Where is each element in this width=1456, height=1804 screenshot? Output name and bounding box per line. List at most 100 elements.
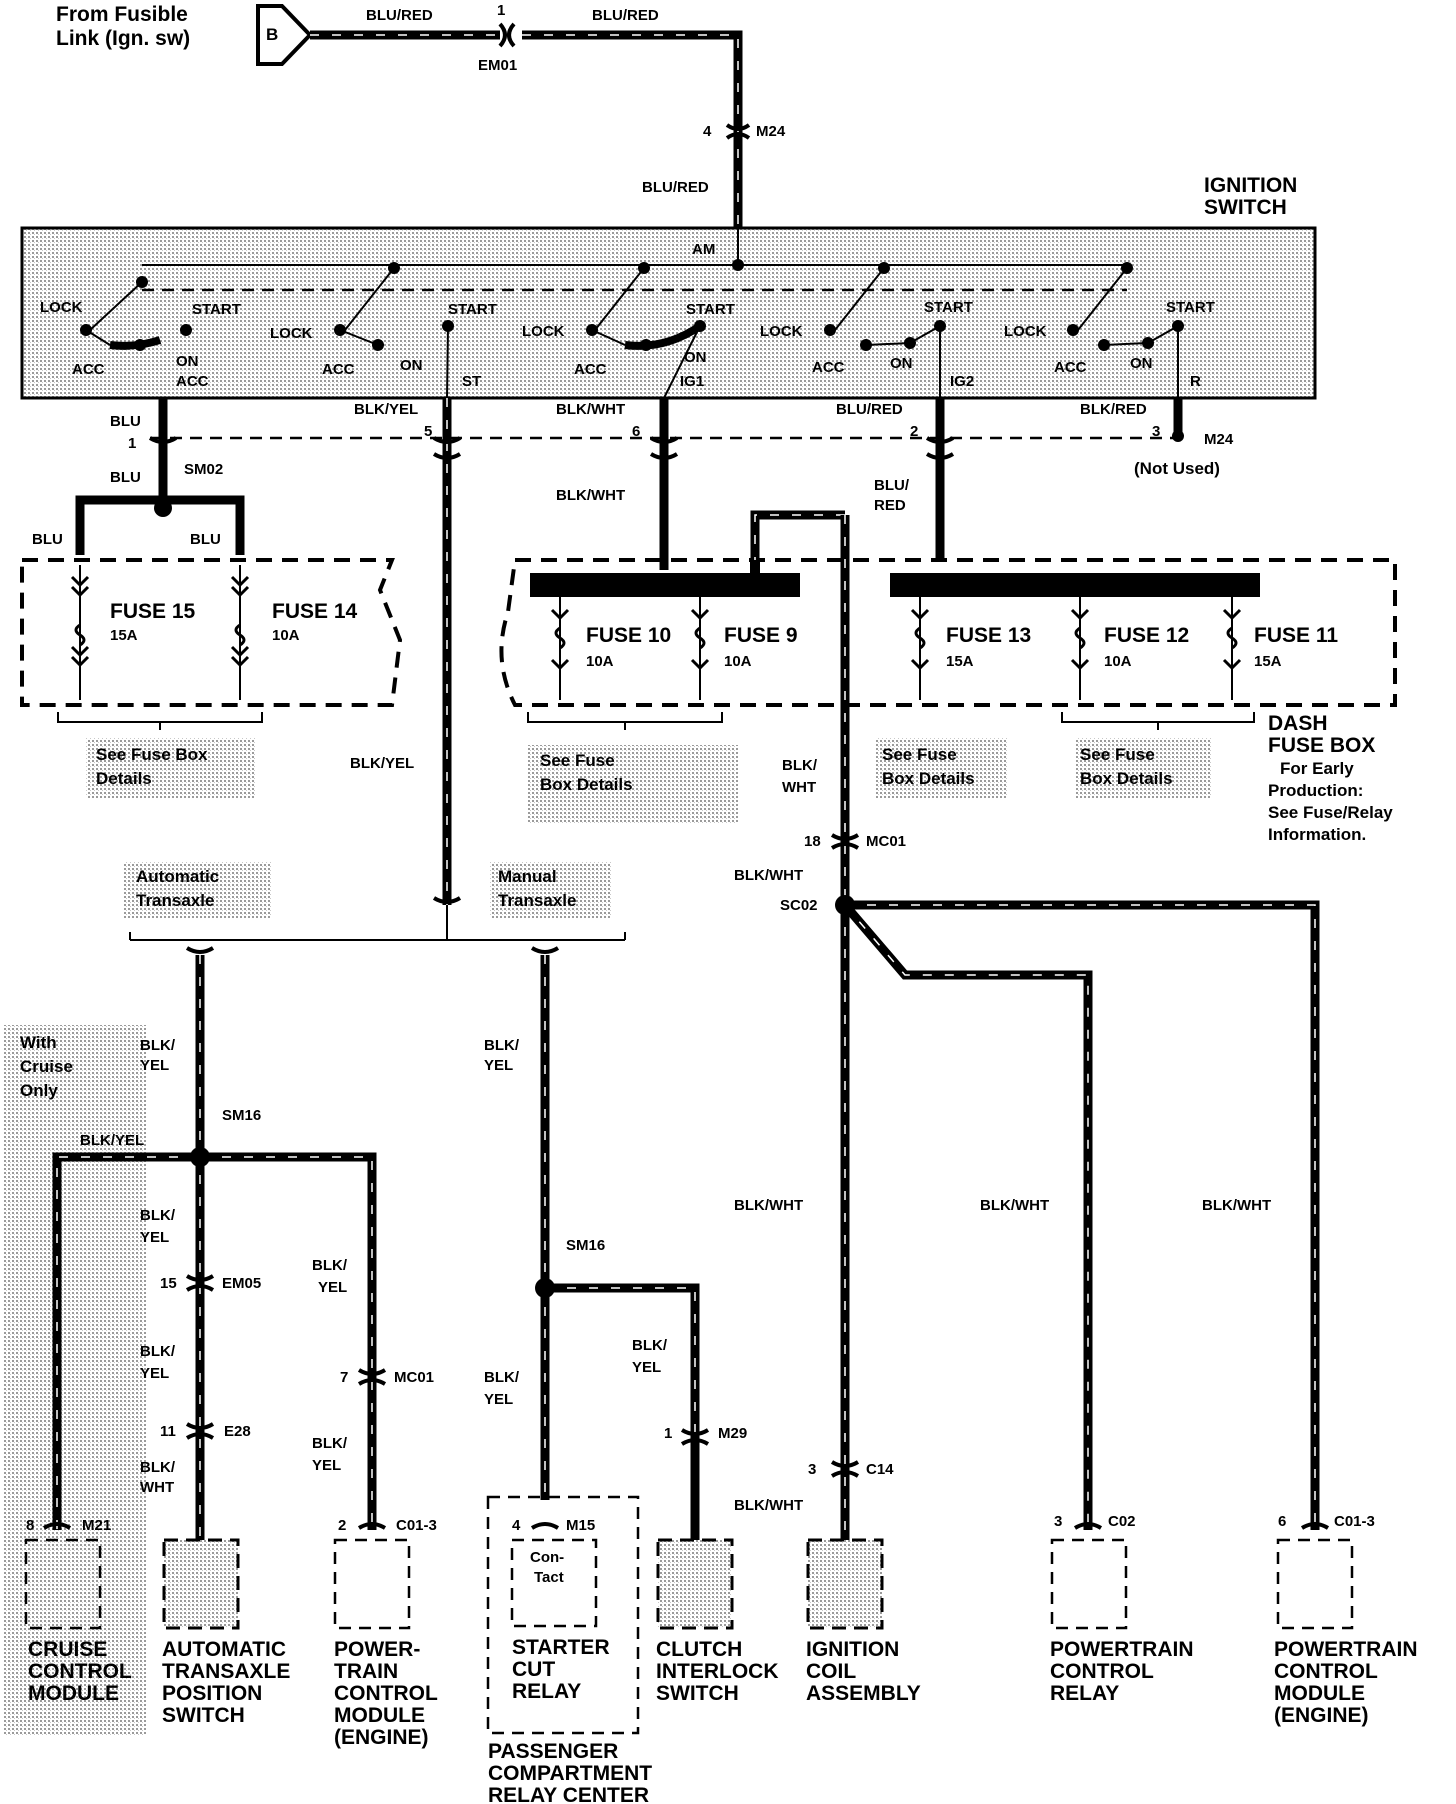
cruise-name-3: MODULE [28,1682,119,1705]
cruise-only-2: Cruise [20,1057,73,1076]
starter-pin: 4 [512,1517,521,1534]
bus-bar-right [890,573,1260,597]
auto-wire-2a: BLK/ [140,1207,176,1224]
m24-top-wire: BLU/RED [642,179,709,196]
on-2: ON [400,357,423,374]
mc01-ig1-label: MC01 [866,833,906,850]
source-connector-b [256,4,313,66]
dash-note-a-2: Box Details [540,775,633,794]
relay-name-3: RELAY [1050,1682,1119,1705]
start-4: START [924,299,973,316]
atps-name-3: POSITION [162,1682,262,1705]
dash-note-c-1: See Fuse [1080,745,1155,764]
starter-conn: M15 [566,1517,595,1534]
mc01-ig1-pin: 18 [804,833,821,850]
splice-sc02 [835,895,855,915]
splice-sm16-a [190,1147,210,1167]
on-acc-2: ACC [176,373,209,390]
fuse14-amp: 10A [272,627,300,644]
lock-1: LOCK [40,299,83,316]
terminal-ig2: IG2 [950,373,974,390]
cruise-name-2: CONTROL [28,1660,132,1683]
em05-label: EM05 [222,1275,261,1292]
terminal-r: R [1190,373,1201,390]
clutch-wire-a: BLK/ [632,1337,668,1354]
starter-contact-1: Con- [530,1549,564,1566]
cruise-pin: 8 [26,1517,34,1534]
start-5: START [1166,299,1215,316]
relay-name-1: POWERTRAIN [1050,1638,1194,1661]
auto-wire-1b: YEL [140,1057,169,1074]
start-split-ticks [129,932,626,940]
pcm-wire-2b: YEL [312,1457,341,1474]
wires [52,30,1320,1540]
fuse13-amp: 15A [946,653,974,670]
pcm2-conn: C01-3 [1334,1513,1375,1530]
ig1-wire-1a: BLK/ [782,757,818,774]
acc-2: ACC [322,361,355,378]
out-pin-5: 3 [1152,423,1160,440]
out-wire-3: BLK/WHT [556,401,625,418]
e28-label: E28 [224,1423,251,1440]
sm02-wire: BLU [110,469,141,486]
manual-shade [490,862,612,918]
clutch-name-2: INTERLOCK [656,1660,779,1683]
manual-label-2: Transaxle [498,891,576,910]
c14-pin: 3 [808,1461,816,1478]
sm16-b: SM16 [566,1237,605,1254]
out-pin-1: 1 [128,435,136,452]
pcm1-name-1: POWER- [334,1638,420,1661]
fuse15-wire: BLU [32,531,63,548]
cruise-only-shade [4,1025,146,1735]
coil-name-3: ASSEMBLY [806,1682,921,1705]
on-acc-1: ON [176,353,199,370]
ignition-switch-box [20,226,1317,400]
starter-name-3: RELAY [512,1680,581,1703]
auto-wire-4b: WHT [140,1479,174,1496]
fuse12-amp: 10A [1104,653,1132,670]
dash-fuse-title-5: See Fuse/Relay [1268,803,1393,822]
fuse11-amp: 15A [1254,653,1282,670]
pcm2-name-1: POWERTRAIN [1274,1638,1418,1661]
fuse15-amp: 15A [110,627,138,644]
pcm2-pin: 6 [1278,1513,1286,1530]
out-wire-1: BLU [110,413,141,430]
out-pin-3: 6 [632,423,640,440]
atps-name-2: TRANSAXLE [162,1660,290,1683]
man-wire-1b: YEL [484,1057,513,1074]
clutch-name-1: CLUTCH [656,1638,742,1661]
source-wire-b: BLU/RED [592,7,659,24]
am-terminal: AM [692,241,715,258]
out-wire-2: BLK/YEL [354,401,418,418]
pcm-wire-1b: YEL [318,1279,347,1296]
sm02-label: SM02 [184,461,223,478]
fuse14-wire: BLU [190,531,221,548]
fuse13-label: FUSE 13 [946,624,1031,647]
not-used: (Not Used) [1134,459,1220,478]
pcm1-name-3: CONTROL [334,1682,438,1705]
dash-wire-blured-1: BLU/ [874,477,910,494]
source-wire-a: BLU/RED [366,7,433,24]
m29-pin: 1 [664,1425,672,1442]
auto-label-1: Automatic [136,867,219,886]
auto-wire-4a: BLK/ [140,1459,176,1476]
out-wire-5: BLK/RED [1080,401,1147,418]
man-wire-2b: YEL [484,1391,513,1408]
pcm2-wire: BLK/WHT [1202,1197,1271,1214]
source-label-1: From Fusible [56,3,188,26]
dash-fuse-title-2: FUSE BOX [1268,734,1375,757]
em05-pin: 15 [160,1275,177,1292]
source-label-2: Link (Ign. sw) [56,27,190,50]
pcm-wire-1a: BLK/ [312,1257,348,1274]
cruise-wire: BLK/YEL [80,1132,144,1149]
auto-wire-3a: BLK/ [140,1343,176,1360]
note-shade-3 [876,738,1008,798]
left-note-1: See Fuse Box [96,745,208,764]
on-ig1-1: ON [684,349,707,366]
out-pin-4: 2 [910,423,918,440]
e28-pin: 11 [160,1423,176,1440]
ig1-branch-dummy [750,560,760,574]
acc-5: ACC [1054,359,1087,376]
cruise-conn: M21 [82,1517,111,1534]
dash-note-c-2: Box Details [1080,769,1173,788]
